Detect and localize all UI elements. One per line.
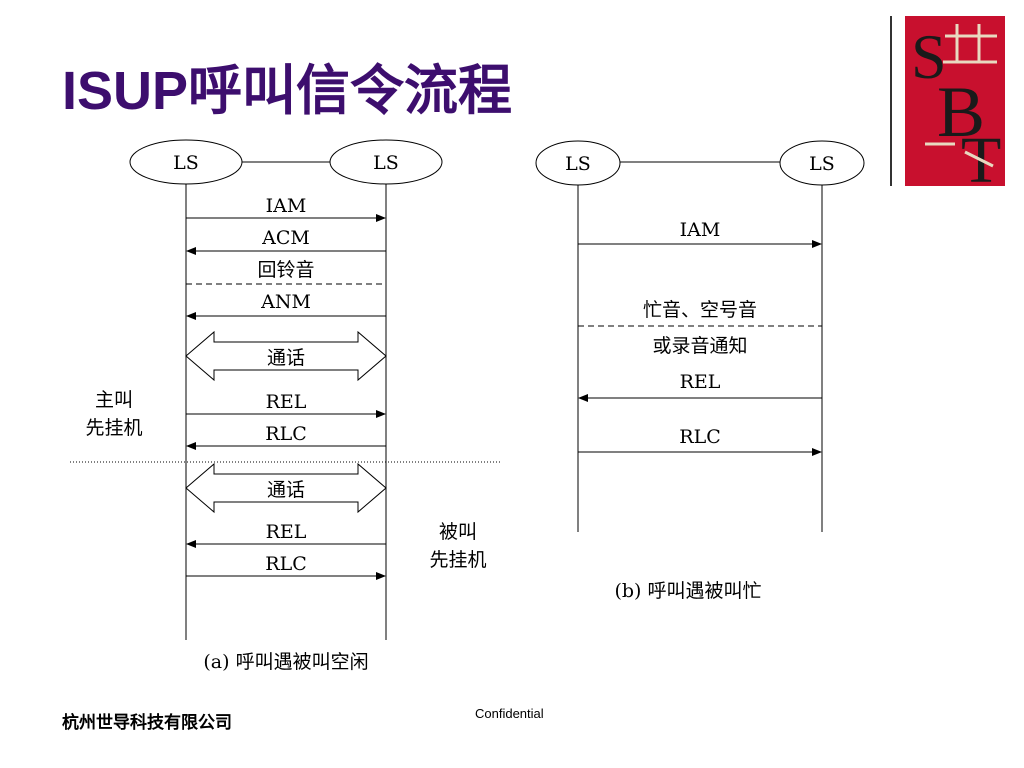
msg-rlc-label-b: RLC (679, 426, 720, 448)
msg-rlc-label-2: RLC (265, 553, 306, 575)
msg-anm-label: ANM (260, 291, 311, 313)
ls-label-a-left: LS (173, 152, 199, 174)
callee-hangup-label-2: 先挂机 (429, 549, 486, 571)
talk-double-arrow-2 (185, 462, 387, 514)
svg-text:B: B (937, 72, 985, 152)
msg-rel-label-1: REL (266, 391, 307, 413)
ls-label-b-right: LS (809, 153, 835, 175)
logo-divider (890, 16, 892, 186)
ls-label-a-right: LS (373, 152, 399, 174)
diagram-b: LS LS IAM 忙音、空号音 或录音通知 REL RLC (b) 呼叫遇被叫… (535, 140, 865, 602)
caller-hangup-label-1: 主叫 (95, 389, 133, 411)
msg-rel-label-2: REL (266, 521, 307, 543)
caller-hangup-label-2: 先挂机 (85, 417, 142, 439)
msg-rel-label-b: REL (680, 371, 721, 393)
footer-company-name: 杭州世导科技有限公司 (62, 713, 232, 733)
svg-text:S: S (911, 21, 947, 92)
msg-iam-label-b: IAM (680, 219, 721, 241)
msg-rlc-label-1: RLC (265, 423, 306, 445)
ringback-label: 回铃音 (257, 259, 314, 281)
msg-acm-label: ACM (261, 227, 310, 249)
diagram-a: LS LS IAM ACM 回铃音 ANM 通话 主叫 先挂机 REL RLC … (70, 139, 502, 673)
talk-double-arrow-1 (185, 330, 387, 382)
tone-label-2: 或录音通知 (652, 335, 747, 357)
callee-hangup-label-1: 被叫 (439, 521, 477, 543)
footer-confidential: Confidential (475, 706, 544, 721)
ls-label-b-left: LS (565, 153, 591, 175)
talk-label-2: 通话 (267, 479, 305, 501)
tone-label-1: 忙音、空号音 (643, 299, 757, 321)
caption-b: (b) 呼叫遇被叫忙 (614, 580, 761, 602)
talk-label-1: 通话 (267, 347, 305, 369)
company-logo: S B T (905, 16, 1005, 186)
msg-iam-label: IAM (266, 195, 307, 217)
page-title: ISUP呼叫信令流程 (62, 61, 513, 121)
caption-a: (a) 呼叫遇被叫空闲 (203, 651, 368, 673)
